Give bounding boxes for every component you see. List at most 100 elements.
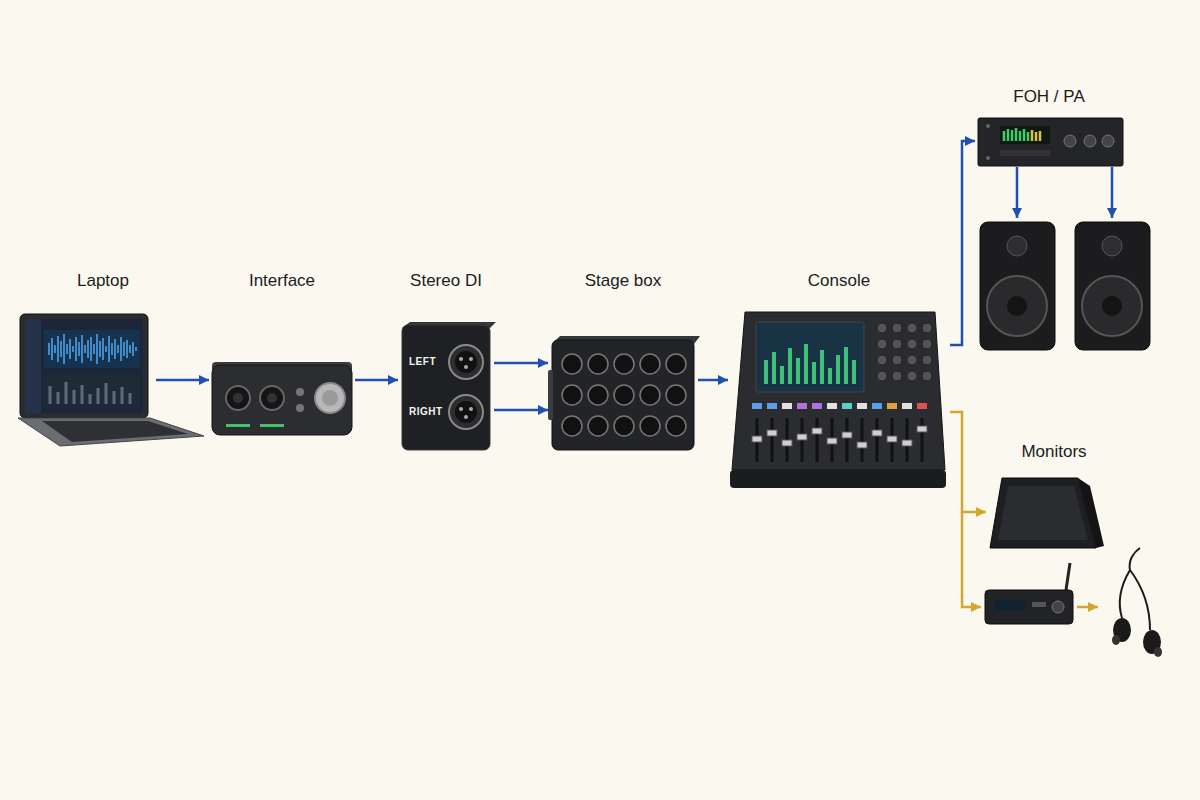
device-node: Monitors	[986, 441, 1122, 551]
interface-illustration	[296, 388, 304, 396]
console-illustration	[752, 426, 927, 448]
console-illustration	[877, 323, 887, 333]
interface-illustration	[226, 386, 250, 410]
stage-box-illustration	[614, 354, 634, 374]
speaker-illustration	[1102, 236, 1122, 256]
stage-box-illustration	[562, 385, 582, 405]
laptop-illustration	[25, 319, 143, 413]
console-illustration	[872, 403, 882, 409]
amplifier-illustration	[986, 124, 990, 128]
console-illustration	[730, 470, 946, 488]
console-illustration	[827, 438, 837, 444]
console-illustration	[877, 339, 887, 349]
stereo-di-illustration	[459, 407, 463, 411]
signal-connector	[950, 141, 975, 345]
earphones-illustration	[1120, 570, 1130, 618]
interface-illustration	[260, 386, 284, 410]
device-node: Laptop	[50, 270, 156, 448]
console-illustration	[812, 403, 822, 409]
interface-illustration	[212, 362, 352, 435]
device-node: Stage box	[548, 270, 698, 453]
console-illustration	[782, 403, 792, 409]
console-illustration	[797, 434, 807, 440]
stage-box-illustration	[614, 416, 634, 436]
signal-arrow	[1016, 167, 1019, 218]
console-illustration	[892, 339, 902, 349]
device-node: Console	[728, 270, 950, 490]
iem-transmitter-illustration	[1052, 601, 1064, 613]
speaker-illustration	[1007, 296, 1027, 316]
amplifier-illustration	[1084, 135, 1096, 147]
amplifier-illustration	[978, 118, 1123, 166]
stereo-di-illustration	[459, 357, 463, 361]
stage-box-illustration	[548, 370, 553, 420]
stage-box-illustration	[666, 385, 686, 405]
signal-connector	[698, 379, 728, 382]
signal-connector	[494, 362, 548, 365]
console-illustration	[732, 312, 945, 470]
console-illustration	[902, 403, 912, 409]
device-heading: Interface	[209, 270, 355, 292]
signal-arrow	[1077, 606, 1098, 609]
console-illustration	[842, 403, 852, 409]
stage-box-illustration	[562, 354, 686, 436]
laptop-illustration	[18, 418, 204, 446]
console-illustration	[752, 403, 762, 409]
stage-box-illustration	[666, 416, 686, 436]
stereo-di-illustration	[455, 351, 477, 373]
console-illustration	[752, 436, 762, 442]
console-illustration	[730, 312, 946, 488]
console-illustration	[872, 430, 882, 436]
stage-box-illustration	[614, 385, 634, 405]
console-illustration	[917, 403, 927, 409]
console-illustration	[892, 355, 902, 365]
console-illustration	[767, 430, 777, 436]
interface-illustration	[226, 424, 250, 427]
console-illustration	[887, 403, 897, 409]
console-illustration	[922, 355, 932, 365]
device-heading: Stereo DI	[398, 270, 494, 292]
console-illustration	[757, 418, 922, 462]
console-illustration	[842, 432, 852, 438]
stereo-di-illustration	[464, 415, 468, 419]
signal-connector	[355, 379, 398, 382]
device-heading: Laptop	[50, 270, 156, 292]
amplifier-illustration	[986, 156, 990, 160]
stereo-di-illustration	[402, 325, 490, 450]
amplifier-illustration	[1032, 130, 1040, 141]
stage-box-illustration	[562, 354, 582, 374]
speaker-illustration	[980, 222, 1150, 350]
console-illustration	[812, 428, 822, 434]
stage-box-illustration	[640, 354, 660, 374]
signal-arrow	[962, 512, 981, 607]
laptop-illustration	[50, 382, 130, 404]
channel-label: LEFT	[409, 356, 436, 368]
console-illustration	[767, 403, 777, 409]
console-illustration	[907, 323, 917, 333]
interface-illustration	[315, 383, 345, 413]
stereo-di-illustration	[449, 345, 483, 379]
console-illustration	[892, 371, 902, 381]
amplifier-illustration	[978, 118, 1123, 166]
stage-box-illustration	[588, 416, 608, 436]
laptop-illustration	[25, 319, 41, 413]
channel-label: RIGHT	[409, 406, 443, 418]
device-heading: Monitors	[986, 441, 1122, 463]
console-illustration	[877, 355, 887, 365]
device-node: Stereo DI	[398, 270, 494, 453]
interface-illustration	[296, 404, 304, 412]
console-illustration	[797, 403, 807, 409]
signal-connector	[494, 409, 548, 412]
interface-illustration	[267, 393, 277, 403]
device-heading: Console	[728, 270, 950, 292]
stage-box-illustration	[552, 340, 694, 450]
laptop-illustration	[44, 330, 140, 368]
console-illustration	[902, 440, 912, 446]
signal-arrow	[1111, 167, 1114, 218]
console-illustration	[752, 403, 927, 409]
console-illustration	[766, 344, 854, 384]
